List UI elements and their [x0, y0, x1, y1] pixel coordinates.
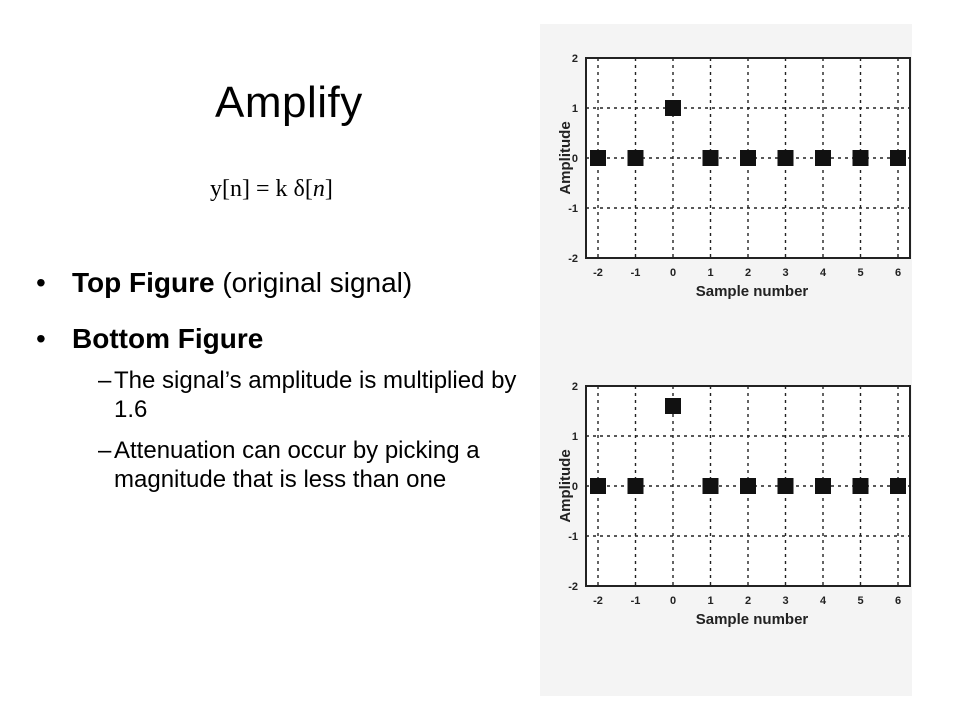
dash-glyph: – [98, 437, 112, 464]
x-tick-label: 4 [820, 595, 827, 607]
bullet-bold-text: Bottom Figure [72, 323, 264, 354]
formula: y[n] = k δ[n] [210, 176, 333, 203]
x-tick-label: 1 [707, 267, 713, 279]
data-point [852, 478, 869, 494]
x-tick-label: -1 [631, 595, 641, 607]
data-point [777, 478, 794, 494]
y-tick-label: 0 [572, 481, 578, 493]
y-tick-label: 2 [572, 381, 578, 393]
x-tick-label: -2 [593, 267, 603, 279]
x-tick-label: 5 [857, 267, 863, 279]
data-point [890, 478, 906, 494]
bullet-glyph: • [36, 323, 46, 354]
y-axis-label: Amplitude [557, 449, 574, 522]
formula-variable: n [312, 176, 325, 202]
data-point [777, 150, 794, 166]
data-point [815, 150, 831, 166]
bullet-glyph: • [36, 267, 46, 298]
bullet-bold-text: Top Figure [72, 267, 215, 298]
x-tick-label: 2 [745, 267, 751, 279]
dash-glyph: – [98, 367, 112, 394]
x-tick-label: 1 [707, 595, 713, 607]
x-tick-label: 2 [745, 595, 751, 607]
x-tick-label: 6 [895, 267, 901, 279]
x-tick-label: 4 [820, 267, 827, 279]
y-tick-label: -2 [568, 581, 578, 593]
x-tick-label: 3 [782, 267, 788, 279]
data-point [740, 478, 756, 494]
data-point [702, 478, 719, 494]
data-point [590, 478, 606, 494]
x-tick-label: 6 [895, 595, 901, 607]
x-tick-label: -1 [631, 267, 641, 279]
slide-title: Amplify [215, 78, 363, 127]
y-axis-label: Amplitude [557, 121, 574, 194]
y-tick-label: 1 [572, 103, 578, 115]
y-tick-label: 2 [572, 53, 578, 65]
y-tick-label: -1 [568, 203, 578, 215]
formula-lhs: y[n] = k δ[ [210, 176, 313, 202]
x-tick-label: 5 [857, 595, 863, 607]
x-axis-label: Sample number [696, 611, 809, 628]
y-tick-label: 1 [572, 431, 578, 443]
data-point [702, 150, 719, 166]
x-tick-label: 0 [670, 267, 676, 279]
x-tick-label: -2 [593, 595, 603, 607]
sub-bullet-amplitude: – The signal’s amplitude is multiplied b… [36, 366, 556, 424]
bullet-rest-text: (original signal) [214, 267, 413, 298]
formula-rhs: ] [324, 176, 333, 202]
data-point [665, 398, 681, 414]
data-point [665, 100, 681, 116]
x-tick-label: 3 [782, 595, 788, 607]
data-point [627, 478, 644, 494]
data-point [815, 478, 831, 494]
bullet-list: • Top Figure (original signal) • Bottom … [36, 266, 556, 506]
y-tick-label: 0 [572, 153, 578, 165]
x-tick-label: 0 [670, 595, 676, 607]
sub-bullet-text: The signal’s amplitude is multiplied by … [114, 367, 517, 423]
data-point [590, 150, 606, 166]
y-tick-label: -2 [568, 253, 578, 265]
x-axis-label: Sample number [696, 283, 809, 300]
bullet-bottom-figure: • Bottom Figure [36, 322, 556, 356]
data-point [852, 150, 869, 166]
plot-frame [585, 385, 911, 587]
sub-bullet-attenuation: – Attenuation can occur by picking a mag… [36, 436, 556, 494]
sub-bullet-text: Attenuation can occur by picking a magni… [114, 437, 480, 493]
data-point [890, 150, 906, 166]
data-point [627, 150, 644, 166]
y-tick-label: -1 [568, 531, 578, 543]
data-point [740, 150, 756, 166]
bullet-top-figure: • Top Figure (original signal) [36, 266, 556, 300]
plot-frame [585, 57, 911, 259]
